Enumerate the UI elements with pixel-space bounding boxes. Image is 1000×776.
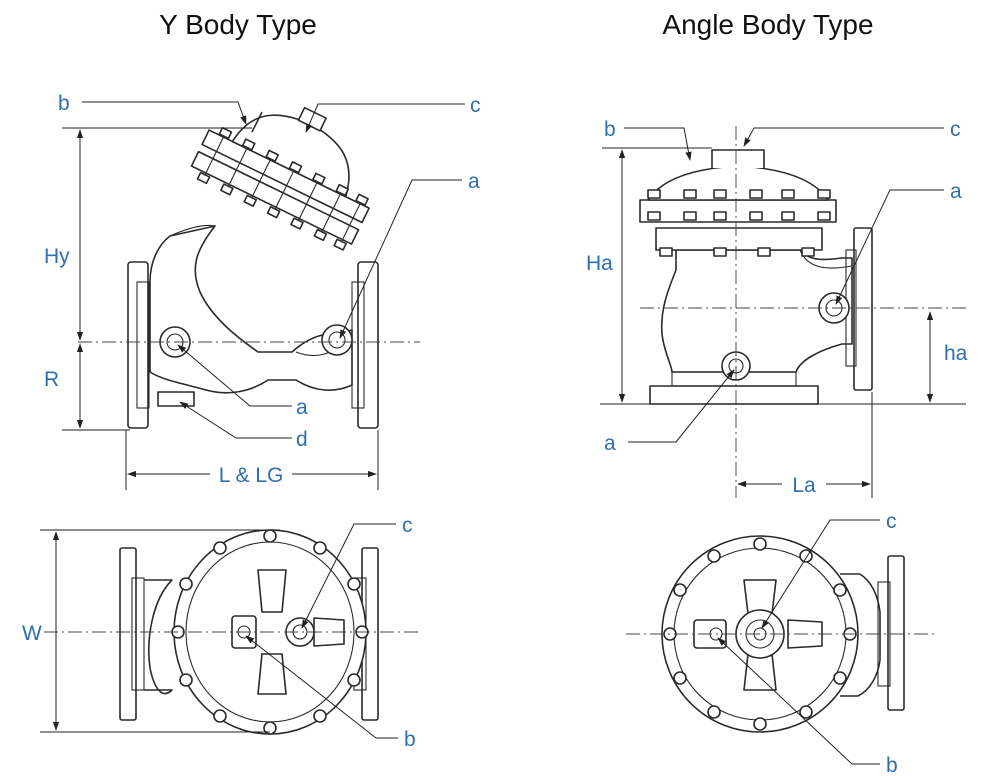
angle-dim-ha-small: ha xyxy=(944,342,968,365)
y-top-body-left xyxy=(144,579,173,695)
y-body-casting xyxy=(149,225,353,394)
angle-base-flange xyxy=(649,385,819,405)
y-top-label-b: b xyxy=(404,728,416,751)
angle-bonnet-upper-flange xyxy=(639,199,837,223)
left-flange xyxy=(127,261,149,429)
drain-boss xyxy=(157,391,195,407)
y-label-a-top: a xyxy=(468,170,480,193)
y-top-annotations: c b W xyxy=(22,514,416,751)
y-bonnet-lower-flange xyxy=(190,150,360,245)
y-body-title: Y Body Type xyxy=(159,9,317,40)
angle-top-label-b: b xyxy=(886,754,898,776)
y-top-left-flange xyxy=(119,547,137,721)
y-top-bolts xyxy=(171,529,369,735)
y-label-a-bottom: a xyxy=(296,396,308,419)
angle-side-annotations: b c a a Ha ha La xyxy=(586,118,968,498)
angle-top-body xyxy=(840,573,881,697)
y-top-label-c: c xyxy=(402,514,413,537)
y-top-rib-bottom xyxy=(257,653,287,695)
angle-dim-ha: Ha xyxy=(586,252,613,275)
y-top-rib-top xyxy=(257,569,287,613)
outlet-port xyxy=(321,324,353,356)
angle-top-annotations: c b xyxy=(717,510,898,776)
angle-body-casting xyxy=(660,249,853,373)
angle-label-a-bottom: a xyxy=(604,432,616,455)
angle-body-side-view xyxy=(639,126,966,498)
angle-label-a-right: a xyxy=(950,180,962,203)
y-dim-hy: Hy xyxy=(44,245,70,268)
y-body-side-view xyxy=(78,106,420,429)
y-label-c: c xyxy=(470,94,481,117)
angle-dim-la: La xyxy=(792,474,816,497)
angle-top-label-c: c xyxy=(886,510,897,533)
angle-top-rib-bottom xyxy=(743,653,777,691)
y-dim-l: L & LG xyxy=(219,464,284,487)
right-flange xyxy=(357,261,379,429)
angle-bonnet-cap xyxy=(711,149,765,168)
angle-top-flange xyxy=(887,555,905,711)
y-side-annotations: b c a a d Hy R L & LG xyxy=(44,92,481,490)
angle-body-top-view xyxy=(626,535,936,733)
y-body-top-view xyxy=(44,529,420,735)
y-label-d: d xyxy=(296,428,308,451)
angle-side-flange xyxy=(853,227,873,391)
angle-label-c: c xyxy=(950,118,961,141)
angle-bonnet-bolts xyxy=(647,189,831,257)
angle-bonnet-cover xyxy=(647,165,829,201)
angle-label-b: b xyxy=(604,118,616,141)
y-dim-w: W xyxy=(22,622,42,645)
y-bonnet xyxy=(190,106,370,251)
y-dim-r: R xyxy=(44,368,59,391)
angle-top-rib-top xyxy=(743,579,777,615)
angle-body-title: Angle Body Type xyxy=(662,9,873,40)
y-label-b: b xyxy=(58,92,70,115)
angle-bonnet-lower-flange xyxy=(655,227,823,251)
